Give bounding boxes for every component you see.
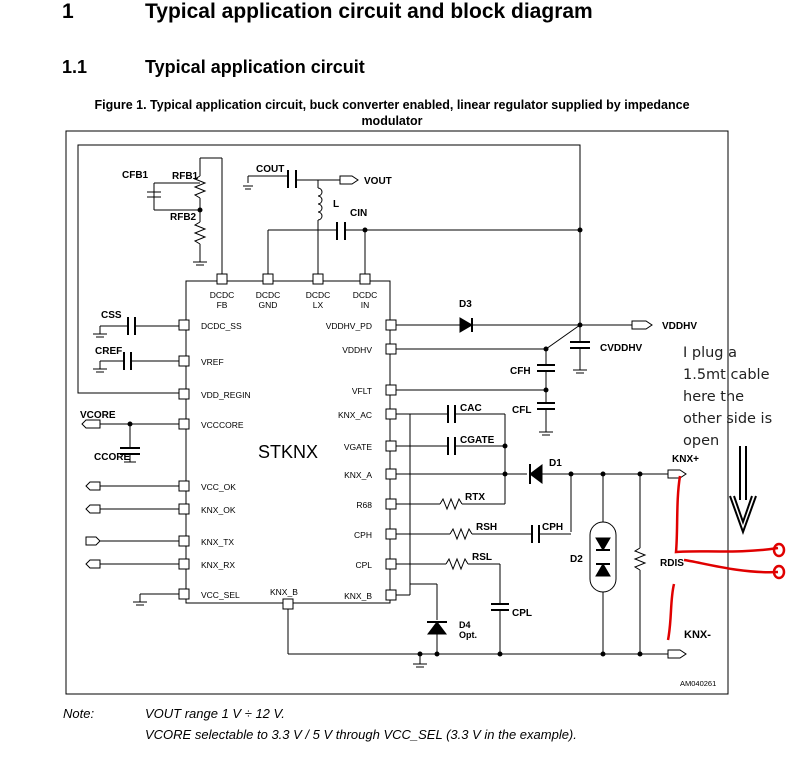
vcore-label: VCORE <box>80 410 116 421</box>
pin-dcdc-in-1: DCDC <box>353 290 378 300</box>
chip-name: STKNX <box>258 442 318 462</box>
knx-plus-port <box>667 469 687 479</box>
pin-knx-ac: KNX_AC <box>338 410 372 420</box>
figure-ref-code: AM040261 <box>680 679 716 688</box>
vddhv-port <box>631 320 653 330</box>
pin-cph: CPH <box>354 530 372 540</box>
rtx-resistor <box>439 497 463 511</box>
cfh-label: CFH <box>510 366 531 377</box>
rsl-resistor <box>445 557 469 571</box>
pin-knx-b-bottom: KNX_B <box>270 587 298 597</box>
cin-label: CIN <box>350 208 367 219</box>
cph-label: CPH <box>542 522 563 533</box>
section-number: 1 <box>62 0 74 23</box>
rtx-label: RTX <box>465 492 485 503</box>
d3-label: D3 <box>459 299 472 310</box>
cfb1-label: CFB1 <box>122 170 149 181</box>
d1-label: D1 <box>549 458 562 469</box>
rdis-resistor <box>633 547 647 571</box>
note-label: Note: <box>63 706 95 721</box>
pin-cpl: CPL <box>355 560 372 570</box>
rfb1-resistor <box>193 175 207 199</box>
pin-knx-b: KNX_B <box>344 591 372 601</box>
cout-label: COUT <box>256 164 284 175</box>
pin-knx-a: KNX_A <box>344 470 372 480</box>
cpl-label: CPL <box>512 608 532 619</box>
note-line-1: VOUT range 1 V ÷ 12 V. <box>145 706 285 721</box>
l-label: L <box>333 199 339 210</box>
pin-knx-tx: KNX_TX <box>201 537 234 547</box>
pin-knx-ok: KNX_OK <box>201 505 236 515</box>
red-annotation-marks <box>666 475 786 641</box>
annotation-text: I plug a 1.5mt cable here the other side… <box>683 345 773 449</box>
pin-dcdc-gnd-2: GND <box>259 300 278 310</box>
pin-vcc-sel: VCC_SEL <box>201 590 240 600</box>
vddhv-label: VDDHV <box>662 321 697 332</box>
cvddhv-label: CVDDHV <box>600 343 643 354</box>
pin-vcccore: VCCCORE <box>201 420 244 430</box>
vout-label: VOUT <box>364 176 392 187</box>
knx-minus-port <box>667 649 687 659</box>
d4-label-1: D4 <box>459 620 471 630</box>
subsection-title: Typical application circuit <box>145 57 365 77</box>
pin-dcdc-in-2: IN <box>361 300 370 310</box>
cac-label: CAC <box>460 403 482 414</box>
note-line-2: VCORE selectable to 3.3 V / 5 V through … <box>145 727 577 742</box>
rsl-label: RSL <box>472 552 492 563</box>
cfl-label: CFL <box>512 405 531 416</box>
rsh-resistor <box>449 527 473 541</box>
rfb2-resistor <box>193 221 207 245</box>
d2-label: D2 <box>570 554 583 565</box>
vout-port <box>339 175 359 185</box>
pin-vdd-regin: VDD_REGIN <box>201 390 251 400</box>
ccore-label: CCORE <box>94 452 130 463</box>
subsection-number: 1.1 <box>62 57 88 77</box>
figure-frame <box>65 130 729 695</box>
rsh-label: RSH <box>476 522 497 533</box>
knx-plus-label: KNX+ <box>672 454 699 465</box>
pin-r68: R68 <box>356 500 372 510</box>
rfb1-label: RFB1 <box>172 171 199 182</box>
open-end-bottom <box>772 564 786 580</box>
knx-minus-label: KNX- <box>684 629 711 641</box>
pin-dcdc-ss: DCDC_SS <box>201 321 242 331</box>
pin-vddhv-pd: VDDHV_PD <box>326 321 372 331</box>
pin-vddhv: VDDHV <box>342 345 372 355</box>
open-end-top <box>772 542 786 558</box>
pin-dcdc-lx-2: LX <box>313 300 324 310</box>
pin-knx-rx: KNX_RX <box>201 560 235 570</box>
feedback-wire <box>77 144 581 394</box>
red-wire-to-knx-minus <box>666 583 676 641</box>
pin-vcc-ok: VCC_OK <box>201 482 236 492</box>
d4-label-2: Opt. <box>459 630 477 640</box>
red-wire-bottom <box>683 558 779 574</box>
pin-dcdc-gnd-1: DCDC <box>256 290 281 300</box>
cgate-label: CGATE <box>460 435 495 446</box>
down-arrow-icon <box>729 446 757 535</box>
red-wire-top <box>674 475 779 554</box>
pin-vgate: VGATE <box>344 442 373 452</box>
pin-vflt: VFLT <box>352 386 372 396</box>
rfb2-label: RFB2 <box>170 212 197 223</box>
section-heading: 1 Typical application circuit and block … <box>0 0 794 30</box>
css-label: CSS <box>101 310 122 321</box>
pin-dcdc-lx-1: DCDC <box>306 290 331 300</box>
inductor-l <box>317 187 323 221</box>
section-title: Typical application circuit and block di… <box>145 0 593 23</box>
pin-dcdc-fb-2: FB <box>217 300 228 310</box>
figure-caption: Figure 1. Typical application circuit, b… <box>94 98 690 128</box>
pin-vref: VREF <box>201 357 224 367</box>
pin-dcdc-fb-1: DCDC <box>210 290 235 300</box>
rdis-label: RDIS <box>660 558 684 569</box>
cref-label: CREF <box>95 346 122 357</box>
